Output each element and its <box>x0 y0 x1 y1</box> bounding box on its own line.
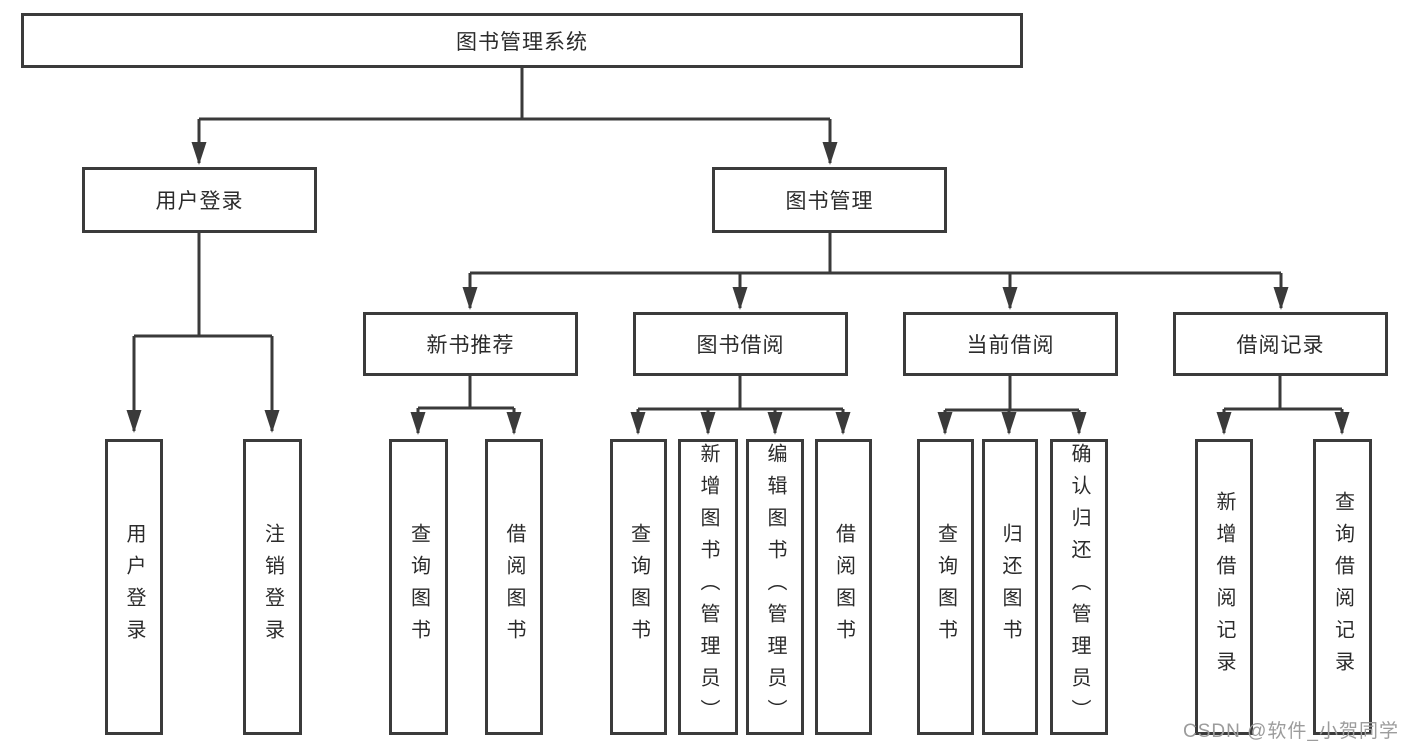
leaf-current-query-books: 查询图书 <box>917 439 974 735</box>
leaf-logout-login: 注销登录 <box>243 439 302 735</box>
leaf-current-return-books: 归还图书 <box>982 439 1038 735</box>
leaf-recommend-query-books: 查询图书 <box>389 439 448 735</box>
leaf-user-login: 用户登录 <box>105 439 163 735</box>
leaf-records-query-record: 查询借阅记录 <box>1313 439 1372 735</box>
csdn-watermark: CSDN @软件_小贺同学 <box>1183 721 1399 742</box>
node-root: 图书管理系统 <box>21 13 1023 68</box>
node-new-book-recommend: 新书推荐 <box>363 312 578 376</box>
node-current-borrowing: 当前借阅 <box>903 312 1118 376</box>
node-borrow-records: 借阅记录 <box>1173 312 1388 376</box>
leaf-borrowing-edit-books-admin: 编辑图书（管理员） <box>746 439 804 735</box>
node-user-login: 用户登录 <box>82 167 317 233</box>
leaf-borrowing-add-books-admin: 新增图书（管理员） <box>678 439 738 735</box>
node-book-borrowing: 图书借阅 <box>633 312 848 376</box>
node-book-management: 图书管理 <box>712 167 947 233</box>
leaf-recommend-borrow-books: 借阅图书 <box>485 439 543 735</box>
leaf-current-confirm-return-admin: 确认归还（管理员） <box>1050 439 1108 735</box>
leaf-borrowing-query-books: 查询图书 <box>610 439 667 735</box>
leaf-borrowing-borrow-books: 借阅图书 <box>815 439 872 735</box>
leaf-records-add-record: 新增借阅记录 <box>1195 439 1253 735</box>
